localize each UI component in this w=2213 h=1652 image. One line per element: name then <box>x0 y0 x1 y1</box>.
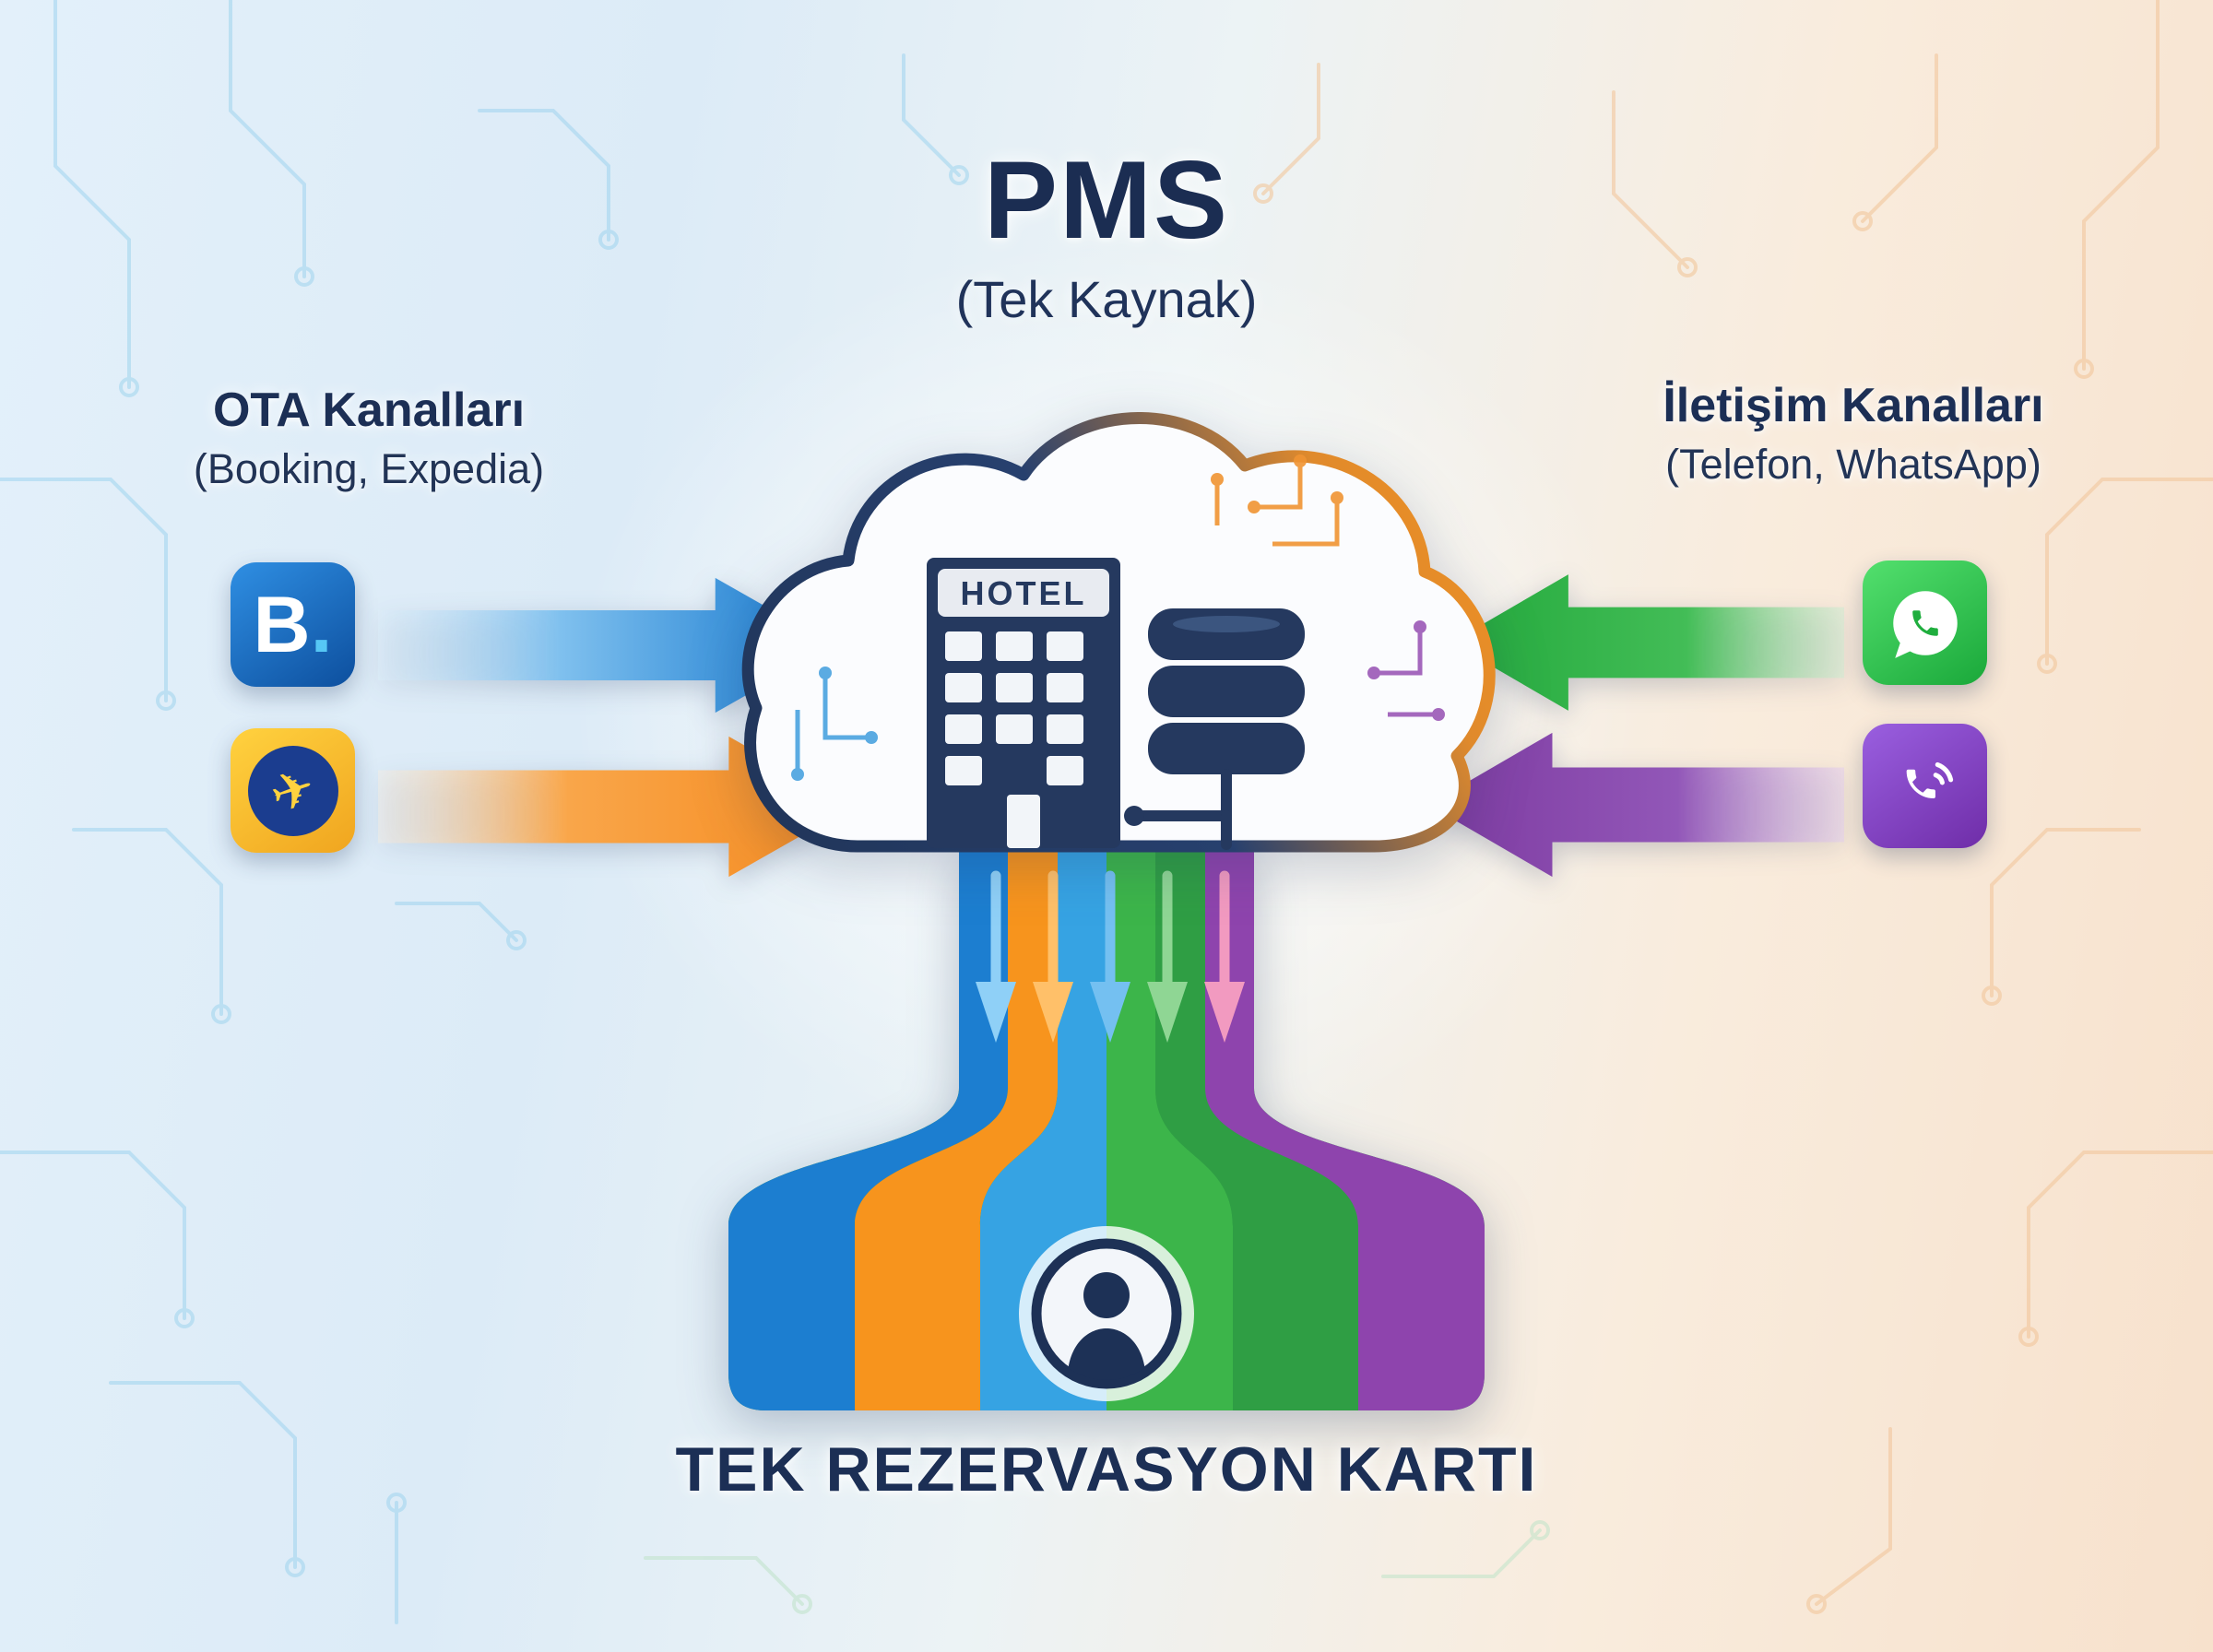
hotel-building-icon: HOTEL <box>927 558 1120 848</box>
booking-dot: . <box>310 580 333 669</box>
stripe-1 <box>728 848 1008 1410</box>
viber-glyph <box>1906 761 1953 798</box>
plane-icon: ✈ <box>263 755 323 825</box>
cloud-circuit-blue <box>791 667 878 781</box>
page-title: PMS <box>983 138 1230 262</box>
viber-icon <box>1863 724 1987 848</box>
down-arrow-pink <box>1204 870 1245 1043</box>
reservation-funnel <box>728 848 1485 1410</box>
bottom-label-block: TEK REZERVASYON KARTI <box>0 1434 2213 1505</box>
pms-cloud: HOTEL <box>741 412 1496 853</box>
database-icon <box>1124 608 1305 850</box>
down-arrow-green <box>1147 870 1188 1043</box>
expedia-icon: ✈ <box>231 728 355 853</box>
stripe-5 <box>1155 848 1358 1410</box>
down-arrow-lightblue <box>1090 870 1130 1043</box>
person-icon <box>1019 1226 1194 1401</box>
cloud-circuit-purple <box>1367 620 1445 721</box>
whatsapp-arrow-left <box>1450 574 1844 711</box>
ota-heading: OTA Kanalları <box>212 384 526 437</box>
stripe-2 <box>855 848 1058 1410</box>
ota-label-block: OTA Kanalları (Booking, Expedia) <box>83 383 655 493</box>
whatsapp-glyph <box>1892 590 1958 658</box>
down-arrow-orange <box>1033 870 1073 1043</box>
title-block: PMS (Tek Kaynak) <box>0 136 2213 329</box>
cloud-circuit-orange <box>1211 454 1343 547</box>
iletisim-subheading: (Telefon, WhatsApp) <box>1665 441 2041 488</box>
booking-arrow-right <box>378 577 834 714</box>
stripe-6 <box>1205 848 1485 1410</box>
iletisim-label-block: İletişim Kanalları (Telefon, WhatsApp) <box>1549 378 2158 489</box>
viber-arrow-left <box>1427 732 1844 878</box>
ota-subheading: (Booking, Expedia) <box>193 445 545 492</box>
page-subtitle: (Tek Kaynak) <box>955 270 1258 328</box>
expedia-arrow-right <box>378 736 853 878</box>
booking-letter: B <box>253 580 311 669</box>
stripe-down-arrows <box>976 870 1245 1043</box>
hotel-sign: HOTEL <box>961 574 1087 612</box>
iletisim-heading: İletişim Kanalları <box>1663 379 2044 432</box>
expedia-globe: ✈ <box>247 745 338 836</box>
booking-icon: B. <box>231 562 355 687</box>
reservation-card-label: TEK REZERVASYON KARTI <box>675 1434 1538 1504</box>
whatsapp-icon <box>1863 560 1987 685</box>
down-arrow-blue <box>976 870 1016 1043</box>
